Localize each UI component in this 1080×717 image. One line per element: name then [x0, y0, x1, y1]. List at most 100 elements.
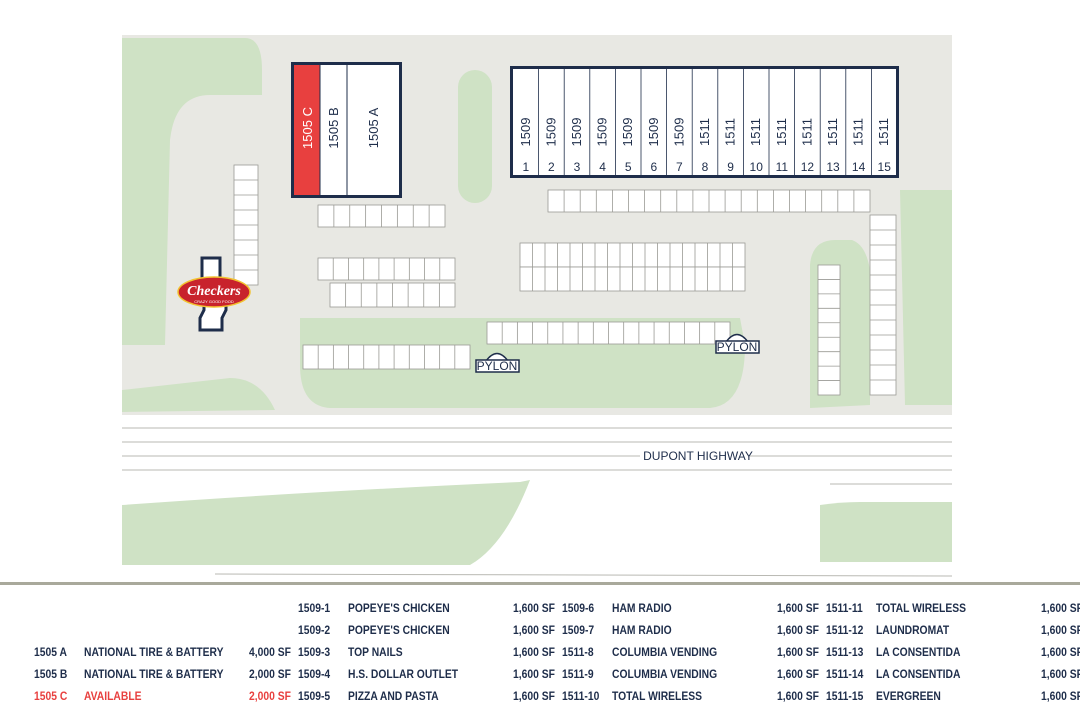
suite-number-label: 1511: [748, 118, 763, 146]
suite-1505-b[interactable]: [320, 64, 347, 196]
green-highway-median: [122, 480, 530, 565]
suite-unit-label: 15: [878, 160, 892, 174]
checkers-building: Checkers CRAZY GOOD FOOD: [177, 256, 251, 332]
legend-size: 1,600 SF: [513, 689, 555, 703]
tenant-legend: 1505 A NATIONAL TIRE & BATTERY 4,000 SF 150…: [0, 586, 1080, 717]
legend-suite: 1509-7: [562, 623, 595, 637]
legend-tenant: COLUMBIA VENDING: [611, 667, 718, 681]
legend-suite: 1511-9: [562, 667, 594, 681]
legend-suite: 1511-11: [826, 601, 863, 615]
legend-size: 1,600 SF: [513, 645, 555, 659]
legend-size: 1,600 SF: [1041, 645, 1080, 659]
legend-divider: [0, 582, 1080, 585]
legend-tenant: TOTAL WIRELESS: [875, 601, 967, 615]
suite-unit-label: 13: [826, 160, 840, 174]
legend-tenant: HAM RADIO: [611, 623, 672, 637]
legend-tenant: POPEYE'S CHICKEN: [347, 623, 450, 637]
legend-suite: 1509-6: [562, 601, 595, 615]
suite-number-label: 1511: [799, 118, 814, 146]
suite-unit-label: 2: [548, 160, 555, 174]
legend-tenant: NATIONAL TIRE & BATTERY: [83, 645, 224, 659]
legend-size: 1,600 SF: [777, 601, 819, 615]
pylon-sign-west: PYLON: [475, 352, 520, 373]
checkers-logo: [177, 276, 251, 308]
suite-unit-label: 4: [599, 160, 606, 174]
legend-tenant: PIZZA AND PASTA: [347, 689, 439, 703]
suite-1505-c-label: 1505 C: [300, 107, 315, 149]
legend-size: 1,600 SF: [777, 689, 819, 703]
parking-row: [302, 344, 471, 370]
suite-number-label: 1509: [646, 118, 661, 147]
pylon-label-west: PYLON: [477, 359, 518, 373]
suite-number-label: 1511: [876, 118, 891, 146]
legend-tenant: LAUNDROMAT: [875, 623, 950, 637]
legend-tenant: HAM RADIO: [611, 601, 672, 615]
legend-tenant: POPEYE'S CHICKEN: [347, 601, 450, 615]
legend-tenant: EVERGREEN: [875, 689, 941, 703]
building-1509-1511: 1509115092150931509415095150961509715118…: [510, 66, 899, 178]
legend-size: 1,600 SF: [1041, 689, 1080, 703]
legend-size: 1,600 SF: [777, 645, 819, 659]
legend-suite: 1511-13: [826, 645, 864, 659]
legend-tenant: LA CONSENTIDA: [875, 645, 961, 659]
legend-size: 1,600 SF: [777, 623, 819, 637]
green-strip-far-east: [900, 190, 952, 405]
suite-unit-label: 12: [801, 160, 815, 174]
suite-1505-a-label: 1505 A: [366, 107, 381, 148]
legend-size: 1,600 SF: [513, 667, 555, 681]
green-space-west: [122, 38, 262, 345]
legend-suite: 1511-15: [826, 689, 864, 703]
suite-number-label: 1511: [697, 118, 712, 146]
legend-suite: 1509-1: [298, 601, 331, 615]
suite-number-label: 1509: [595, 118, 610, 147]
suite-unit-label: 6: [650, 160, 657, 174]
legend-size: 1,600 SF: [1041, 601, 1080, 615]
suite-1505-a[interactable]: [347, 64, 400, 196]
suite-unit-label: 8: [702, 160, 709, 174]
legend-size: 1,600 SF: [1041, 623, 1080, 637]
parking-stalls: [233, 164, 897, 396]
suite-unit-label: 10: [750, 160, 764, 174]
suite-number-label: 1511: [774, 118, 789, 146]
legend-size: 1,600 SF: [777, 667, 819, 681]
suite-number-label: 1511: [723, 118, 738, 146]
suite-unit-label: 1: [522, 160, 529, 174]
legend-suite: 1511-10: [562, 689, 600, 703]
legend-suite: 1505 A: [34, 645, 67, 659]
suite-number-label: 1511: [851, 118, 866, 146]
legend-suite: 1511-12: [826, 623, 864, 637]
green-highway-east: [820, 502, 952, 562]
legend-suite: 1511-14: [826, 667, 864, 681]
pylon-sign-east: PYLON: [715, 333, 760, 354]
legend-tenant: H.S. DOLLAR OUTLET: [347, 667, 459, 681]
parking-row: [817, 264, 841, 396]
suite-unit-label: 9: [727, 160, 734, 174]
legend-size: 4,000 SF: [249, 645, 291, 659]
suite-1505-b-label: 1505 B: [326, 107, 341, 148]
parking-row: [317, 257, 456, 281]
checkers-logo-text: Checkers: [187, 284, 241, 299]
building-1505: 1505 C 1505 B 1505 A: [291, 62, 402, 198]
suite-number-label: 1509: [620, 118, 635, 147]
legend-suite: 1509-2: [298, 623, 331, 637]
legend-suite: 1509-4: [298, 667, 331, 681]
suite-1505-c[interactable]: [293, 64, 320, 196]
legend-size: 1,600 SF: [513, 623, 555, 637]
pylon-label-east: PYLON: [717, 340, 758, 354]
legend-size: 1,600 SF: [513, 601, 555, 615]
legend-tenant: AVAILABLE: [83, 689, 142, 703]
suite-number-label: 1509: [543, 118, 558, 147]
suite-number-label: 1511: [825, 118, 840, 146]
legend-tenant: LA CONSENTIDA: [875, 667, 961, 681]
legend-tenant: NATIONAL TIRE & BATTERY: [83, 667, 224, 681]
road-label: DUPONT HIGHWAY: [643, 449, 753, 463]
suite-unit-label: 14: [852, 160, 866, 174]
suite-unit-label: 3: [574, 160, 581, 174]
legend-suite: 1505 B: [34, 667, 68, 681]
suite-number-label: 1509: [569, 118, 584, 147]
legend-size: 2,000 SF: [249, 689, 291, 703]
legend-suite: 1505 C: [34, 689, 68, 703]
legend-size: 1,600 SF: [1041, 667, 1080, 681]
green-median-north: [458, 70, 492, 203]
suite-unit-label: 5: [625, 160, 632, 174]
